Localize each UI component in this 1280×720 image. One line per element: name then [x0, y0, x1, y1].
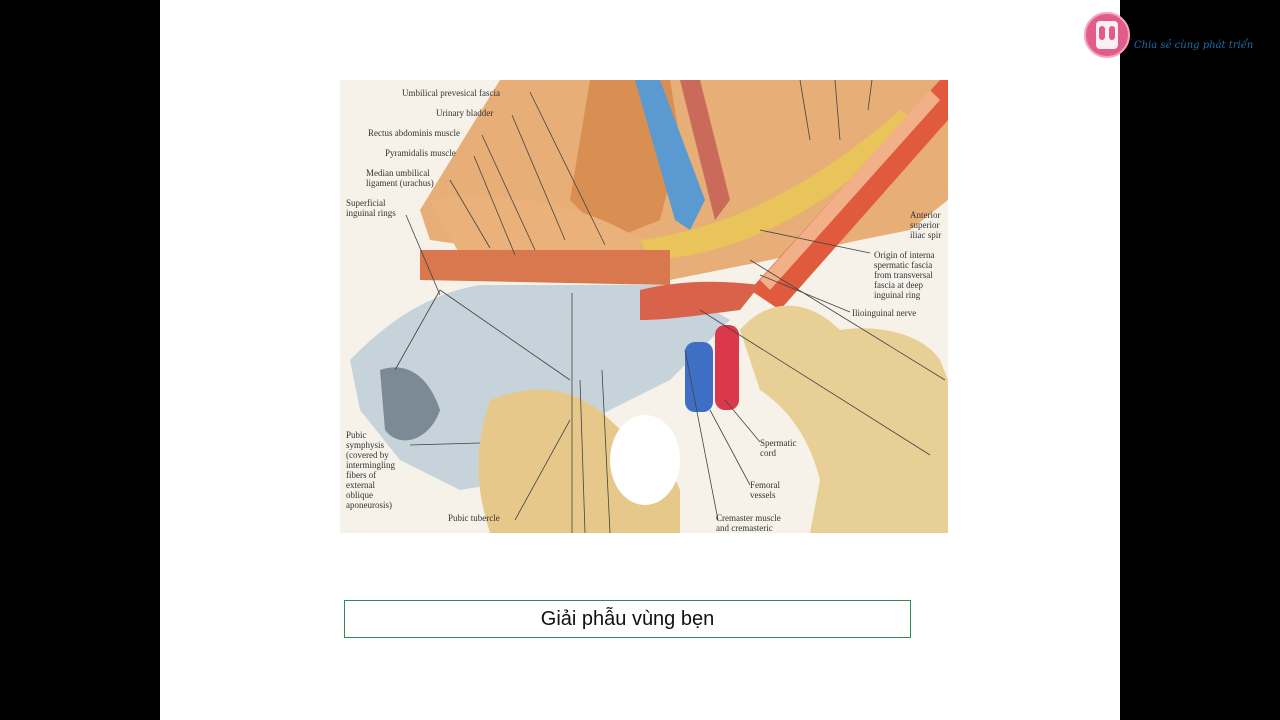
label-origin-internal-spermatic: Origin of interna spermatic fascia from … — [874, 250, 935, 300]
label-spermatic-cord: Spermatic cord — [760, 438, 797, 458]
lungs-icon — [1084, 12, 1130, 58]
label-pubic-symphysis: Pubic symphysis (covered by interminglin… — [346, 430, 395, 510]
anatomy-illustration: Umbilical prevesical fascia Urinary blad… — [340, 80, 948, 533]
label-ilioinguinal-nerve: Ilioinguinal nerve — [852, 308, 917, 318]
label-urinary-bladder: Urinary bladder — [436, 108, 494, 118]
slide-caption: Giải phẫu vùng bẹn — [540, 607, 715, 630]
label-superficial-inguinal: Superficial inguinal rings — [346, 198, 396, 218]
label-anterior-superior-iliac: Anterior superior iliac spir — [910, 210, 942, 240]
label-median-umbilical: Median umbilical ligament (urachus) — [366, 168, 434, 188]
label-pyramidalis: Pyramidalis muscle — [385, 148, 456, 158]
channel-logo: Chia sẻ cùng phát triển — [1082, 10, 1278, 62]
label-pubic-tubercle: Pubic tubercle — [448, 513, 500, 523]
label-umbilical-prevesical-fascia: Umbilical prevesical fascia — [402, 88, 500, 98]
label-femoral-vessels: Femoral vessels — [750, 480, 780, 500]
logo-text: Chia sẻ cùng phát triển — [1134, 40, 1254, 51]
label-rectus-abdominis: Rectus abdominis muscle — [368, 128, 460, 138]
slide-caption-box: Giải phẫu vùng bẹn — [344, 600, 911, 638]
label-cremaster-muscle: Cremaster muscle and cremasteric — [716, 513, 781, 533]
anatomy-drawing — [350, 80, 948, 533]
